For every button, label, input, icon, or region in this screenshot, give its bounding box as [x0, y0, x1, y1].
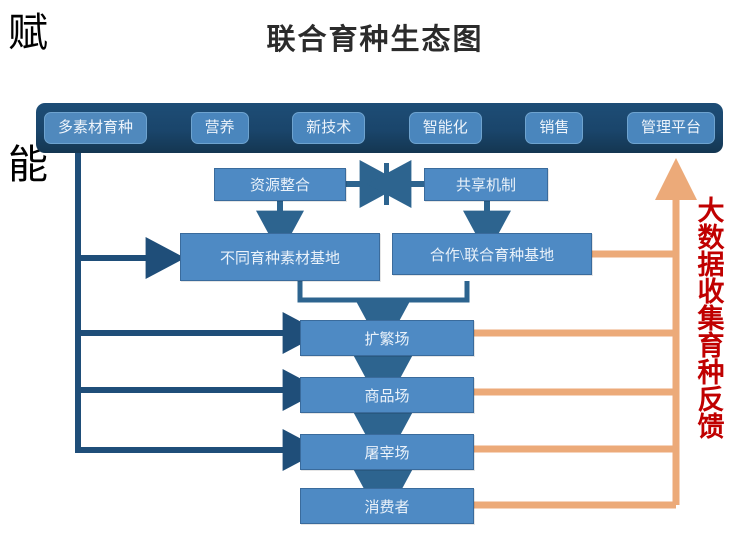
box-breeding-material-base[interactable]: 不同育种素材基地	[180, 233, 380, 281]
orange-feedback-arrowhead	[655, 158, 697, 200]
base-to-chain-connector	[297, 281, 470, 351]
right-caption-bigdata-feedback: 大数据收集育种反馈	[693, 196, 724, 439]
box-commercial-farm[interactable]: 商品场	[300, 377, 474, 413]
box-cooperative-breeding-base[interactable]: 合作\联合育种基地	[392, 233, 592, 275]
topbar-item-zhinenghua[interactable]: 智能化	[408, 111, 482, 145]
topbar-item-duosucaiyuzhong[interactable]: 多素材育种	[44, 111, 148, 145]
mechanism-connectors	[346, 160, 424, 208]
box-multiplication-farm[interactable]: 扩繁场	[300, 320, 474, 356]
topbar: 多素材育种 营养 新技术 智能化 销售 管理平台	[36, 103, 723, 153]
box-consumer[interactable]: 消费者	[300, 488, 474, 524]
left-branch-arrows	[78, 237, 323, 471]
topbar-item-guanlipingtai[interactable]: 管理平台	[626, 111, 715, 145]
box-slaughterhouse[interactable]: 屠宰场	[300, 434, 474, 470]
box-sharing-mechanism[interactable]: 共享机制	[424, 168, 548, 201]
page-title: 联合育种生态图	[266, 24, 484, 56]
left-caption-line1: 赋	[8, 11, 48, 55]
mechanism-to-base-arrows	[256, 201, 511, 255]
topbar-item-yingyang[interactable]: 营养	[190, 111, 249, 145]
topbar-item-xinjishu[interactable]: 新技术	[292, 111, 366, 145]
topbar-item-xiaoshou[interactable]: 销售	[525, 111, 584, 145]
box-resource-integration[interactable]: 资源整合	[214, 168, 346, 201]
